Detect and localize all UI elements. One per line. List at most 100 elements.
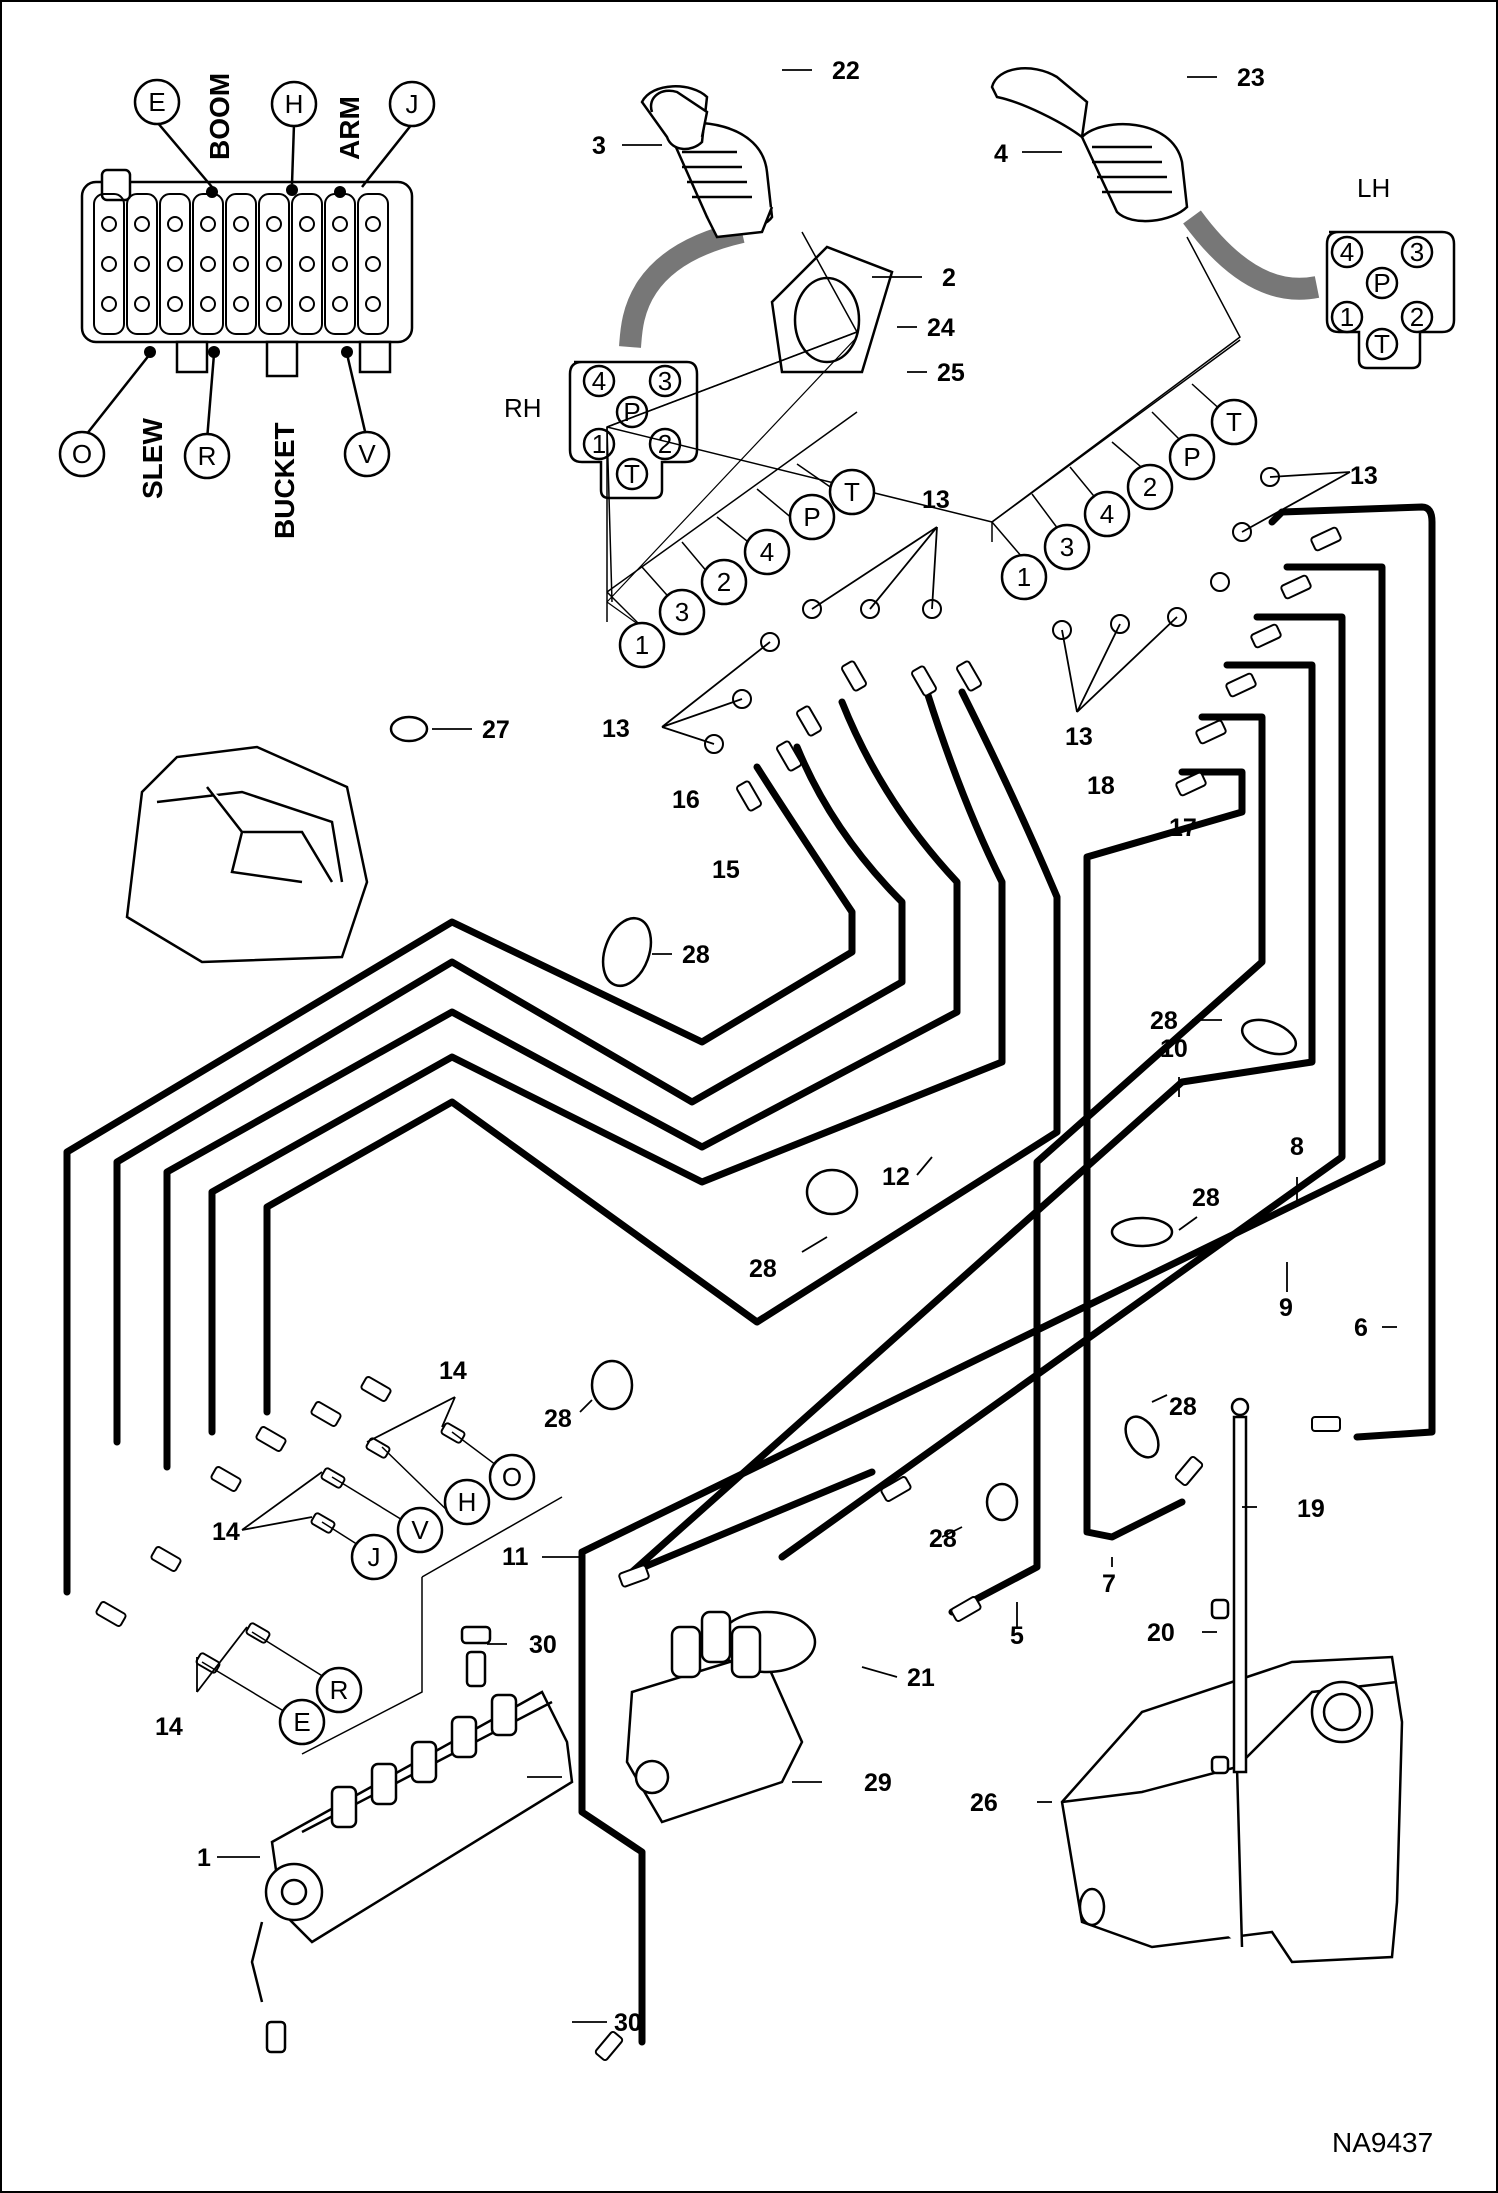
callout-14-b: 14 xyxy=(212,1518,240,1546)
lh-port-1: 1 xyxy=(1017,562,1031,592)
callout-11: 11 xyxy=(502,1543,529,1571)
callout-28-c: 28 xyxy=(749,1255,777,1283)
callout-5: 5 xyxy=(1010,1622,1024,1650)
rh-port-t: T xyxy=(844,477,860,507)
callout-23: 23 xyxy=(1237,64,1265,92)
lh-pin-2: 2 xyxy=(1410,302,1424,332)
callout-30-b: 30 xyxy=(614,2009,642,2037)
hose-bundle xyxy=(63,503,1436,2046)
legend-port-r: R xyxy=(198,441,217,471)
legend-port-j: J xyxy=(406,89,419,119)
hose-fittings xyxy=(95,526,1342,2061)
main-control-valve xyxy=(250,1625,574,2054)
console-housing xyxy=(125,715,429,964)
legend-port-o: O xyxy=(72,439,92,469)
callout-16: 16 xyxy=(672,786,700,814)
callout-12: 12 xyxy=(882,1163,910,1191)
lh-pin-p: P xyxy=(1373,268,1390,298)
lh-port-2: 2 xyxy=(1143,472,1157,502)
rh-port-2: 2 xyxy=(717,567,731,597)
callout-24: 24 xyxy=(927,314,955,342)
legend-port-dots xyxy=(144,184,353,358)
callout-13-a: 13 xyxy=(602,715,630,743)
callout-2: 2 xyxy=(942,264,956,292)
callout-17: 17 xyxy=(1169,814,1197,842)
callout-28-d: 28 xyxy=(1192,1184,1220,1212)
rh-connector-label: RH xyxy=(504,393,542,423)
callout-13-c: 13 xyxy=(1350,462,1378,490)
rh-port-1: 1 xyxy=(635,630,649,660)
callout-28-a: 28 xyxy=(682,941,710,969)
lh-pin-t: T xyxy=(1374,329,1390,359)
legend-name-bucket: BUCKET xyxy=(269,422,300,539)
callout-numbers: 1 2 3 4 5 6 7 8 9 10 11 12 13 13 13 13 1… xyxy=(155,57,1378,2037)
rh-pin-p: P xyxy=(623,397,640,427)
lower-port-e: E xyxy=(293,1707,310,1737)
lh-pin-4: 4 xyxy=(1340,237,1354,267)
lower-port-h: H xyxy=(458,1487,477,1517)
callout-28-g: 28 xyxy=(1169,1393,1197,1421)
drawing-id: NA9437 xyxy=(1332,2127,1433,2158)
lh-connector-label: LH xyxy=(1357,173,1390,203)
lh-pin-connector xyxy=(1325,230,1456,370)
callout-6: 6 xyxy=(1354,1314,1368,1342)
rh-pin-3: 3 xyxy=(658,366,672,396)
group-arrow-leaders xyxy=(196,471,1351,1693)
callout-14-c: 14 xyxy=(155,1713,183,1741)
callout-21: 21 xyxy=(907,1664,935,1692)
legend-port-v: V xyxy=(358,439,376,469)
tank-breather xyxy=(1210,1397,1250,1774)
rh-pin-4: 4 xyxy=(592,366,606,396)
callout-8: 8 xyxy=(1290,1133,1304,1161)
callout-25: 25 xyxy=(937,359,965,387)
callout-leaders xyxy=(217,69,1397,2023)
rh-port-bubbles xyxy=(618,398,1258,669)
callout-28-e: 28 xyxy=(544,1405,572,1433)
callout-28-b: 28 xyxy=(1150,1007,1178,1035)
callout-13-b: 13 xyxy=(922,486,950,514)
lh-joystick xyxy=(990,67,1320,300)
legend-port-e: E xyxy=(148,87,165,117)
legend-port-bubbles xyxy=(58,78,436,480)
callout-1: 1 xyxy=(197,1844,211,1872)
callout-10: 10 xyxy=(1160,1035,1188,1063)
callout-7: 7 xyxy=(1102,1570,1116,1598)
callout-3: 3 xyxy=(592,132,606,160)
joystick-mount-plate xyxy=(770,245,894,374)
callout-18: 18 xyxy=(1087,772,1115,800)
callout-26: 26 xyxy=(970,1789,998,1817)
rh-pin-1: 1 xyxy=(592,429,606,459)
legend-port-h: H xyxy=(285,89,304,119)
callout-9: 9 xyxy=(1279,1294,1293,1322)
lower-port-o: O xyxy=(502,1462,522,1492)
callout-14-a: 14 xyxy=(439,1357,467,1385)
legend-name-arm: ARM xyxy=(334,96,365,160)
cable-ties-28 xyxy=(590,917,1298,1522)
legend-name-slew: SLEW xyxy=(137,418,168,499)
lower-port-labels: O H V J R E xyxy=(293,1462,522,1737)
lower-port-r: R xyxy=(330,1675,349,1705)
auxiliary-valve-29 xyxy=(625,1610,817,1824)
callout-29: 29 xyxy=(864,1769,892,1797)
lower-port-j: J xyxy=(368,1542,381,1572)
callout-15: 15 xyxy=(712,856,740,884)
rh-joystick xyxy=(619,85,774,348)
lh-connector-pins: 4 3 P 1 2 T xyxy=(1340,237,1424,359)
rh-port-3: 3 xyxy=(675,597,689,627)
callout-27: 27 xyxy=(482,716,510,744)
hydraulic-tank-26 xyxy=(1060,1655,1404,1964)
lh-pin-3: 3 xyxy=(1410,237,1424,267)
callout-30-a: 30 xyxy=(529,1631,557,1659)
control-valve-legend xyxy=(80,121,414,441)
callout-28-f: 28 xyxy=(929,1525,957,1553)
lh-port-3: 3 xyxy=(1060,532,1074,562)
callout-4: 4 xyxy=(994,140,1008,168)
lower-port-v: V xyxy=(411,1515,429,1545)
lh-port-4: 4 xyxy=(1100,499,1114,529)
lh-pin-1: 1 xyxy=(1340,302,1354,332)
legend-name-boom: BOOM xyxy=(204,73,235,160)
callout-19: 19 xyxy=(1297,1495,1325,1523)
rh-port-4: 4 xyxy=(760,537,774,567)
